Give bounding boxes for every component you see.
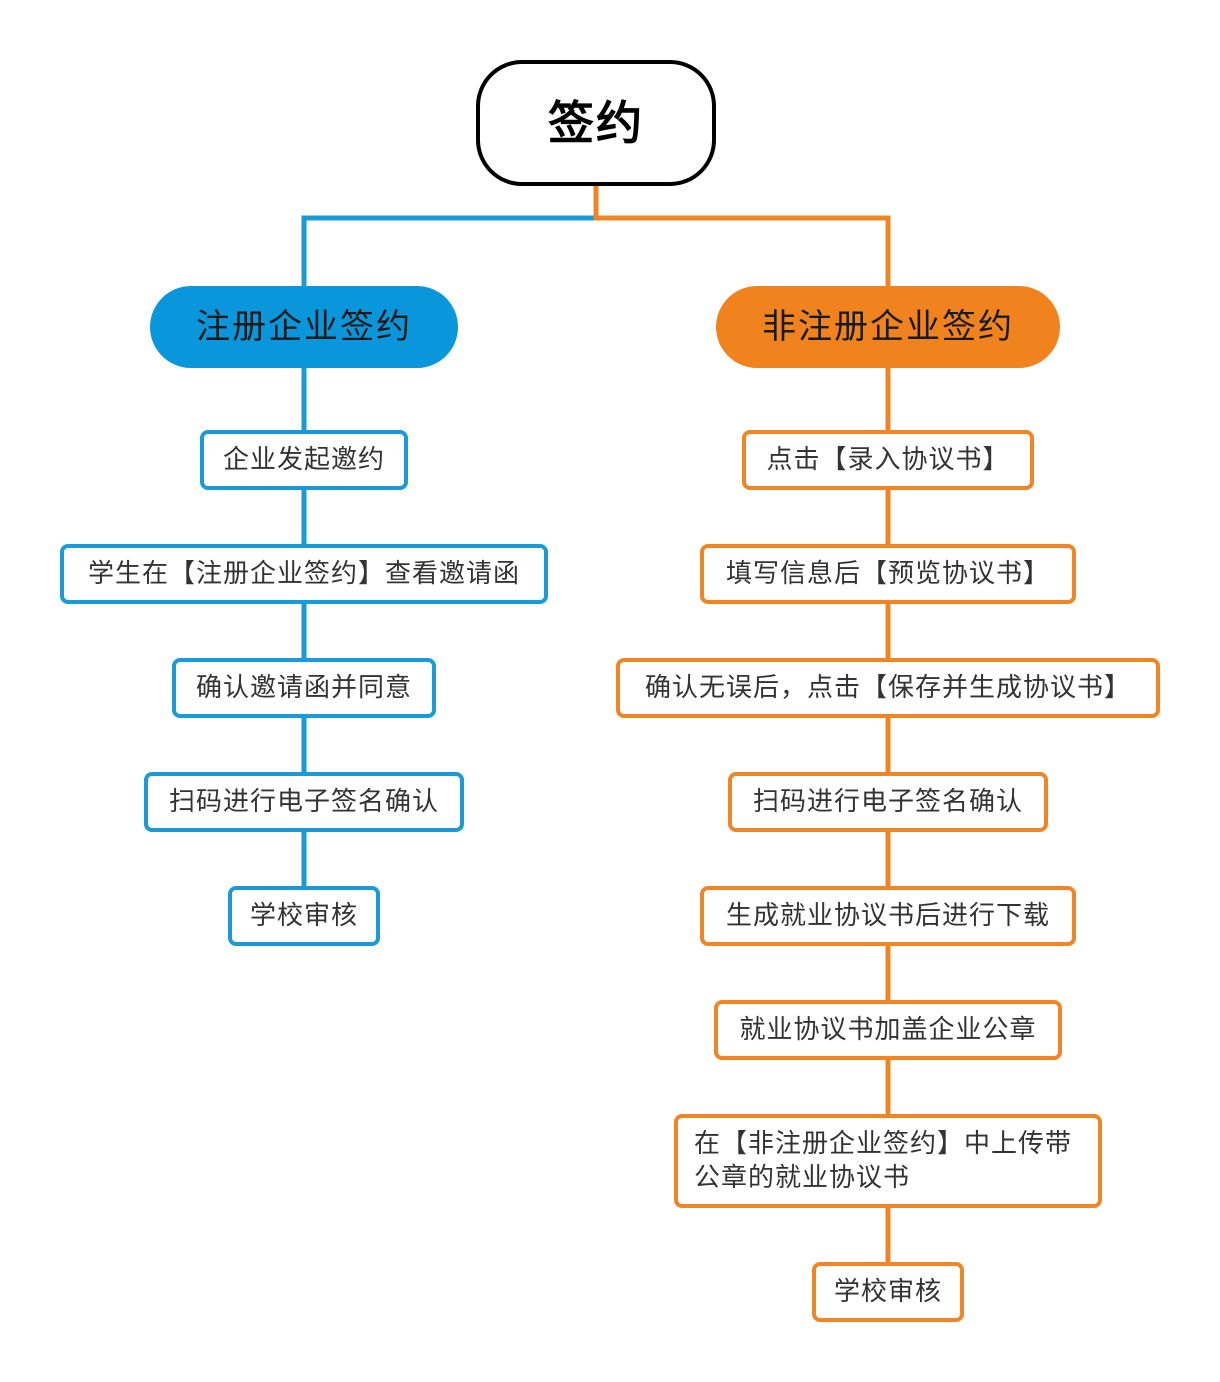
right-step-4: 扫码进行电子签名确认 [728,772,1048,832]
right-step-5: 生成就业协议书后进行下载 [700,886,1076,946]
left-step-2: 学生在【注册企业签约】查看邀请函 [60,544,548,604]
root-label: 签约 [548,96,644,150]
left-step-5: 学校审核 [228,886,380,946]
right-step-8-text: 学校审核 [833,1277,942,1307]
right-step-2-text: 填写信息后【预览协议书】 [725,559,1050,589]
unregistered-enterprise-branch: 非注册企业签约 [716,286,1060,368]
left-step-5-text: 学校审核 [249,901,358,931]
connector-root-right [593,186,891,286]
left-step-4: 扫码进行电子签名确认 [144,772,464,832]
left-step-3-text: 确认邀请函并同意 [195,673,412,703]
left-step-3: 确认邀请函并同意 [172,658,436,718]
right-step-7-text: 在【非注册企业签约】中上传带公章的就业协议书 [694,1129,1073,1193]
left-step-1-text: 企业发起邀约 [222,445,385,475]
right-step-5-text: 生成就业协议书后进行下载 [725,901,1050,931]
left-step-1: 企业发起邀约 [200,430,408,490]
left-step-2-text: 学生在【注册企业签约】查看邀请函 [87,559,520,589]
right-step-3-text: 确认无误后，点击【保存并生成协议书】 [644,673,1131,703]
registered-enterprise-branch: 注册企业签约 [150,286,458,368]
right-step-3: 确认无误后，点击【保存并生成协议书】 [616,658,1160,718]
unregistered-enterprise-label: 非注册企业签约 [762,307,1014,347]
right-step-1: 点击【录入协议书】 [742,430,1034,490]
right-step-7: 在【非注册企业签约】中上传带公章的就业协议书 [674,1114,1102,1208]
root-node: 签约 [476,60,716,186]
right-step-1-text: 点击【录入协议书】 [766,445,1010,475]
right-step-6: 就业协议书加盖企业公章 [714,1000,1062,1060]
registered-enterprise-label: 注册企业签约 [196,307,412,347]
right-step-2: 填写信息后【预览协议书】 [700,544,1076,604]
right-step-8: 学校审核 [812,1262,964,1322]
right-step-6-text: 就业协议书加盖企业公章 [739,1015,1037,1045]
left-step-4-text: 扫码进行电子签名确认 [168,787,439,817]
connector-root-left [301,186,599,286]
right-step-4-text: 扫码进行电子签名确认 [752,787,1023,817]
